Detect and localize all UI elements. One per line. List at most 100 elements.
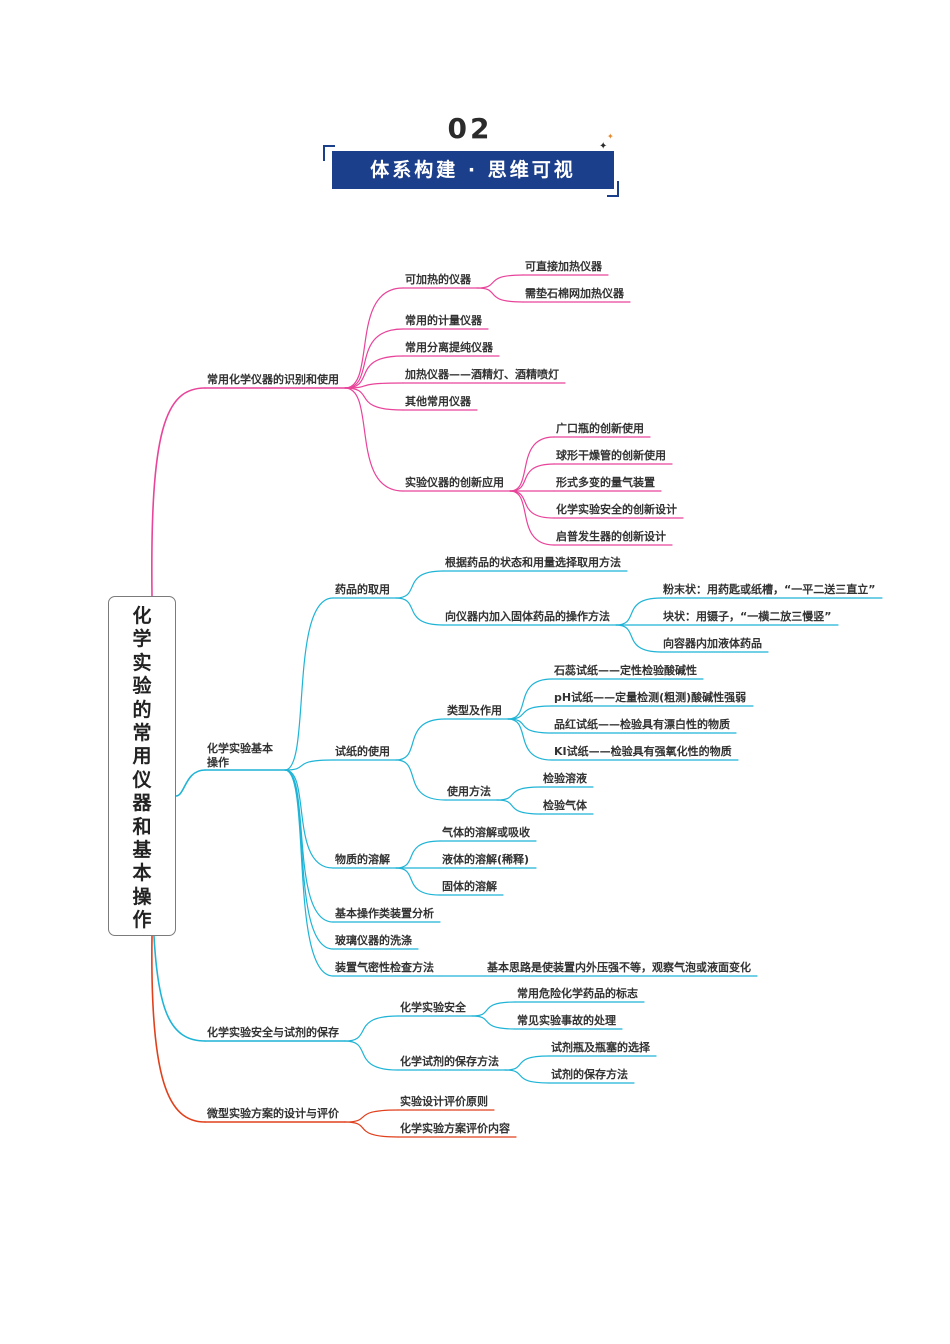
node-connector [504, 1069, 550, 1084]
node-connector [471, 1001, 516, 1017]
node-connector [509, 490, 555, 519]
mindmap-node: 形式多变的量气装置 [556, 476, 655, 489]
mindmap-node: 使用方法 [447, 785, 491, 798]
node-connector [395, 867, 441, 896]
node-connector [284, 769, 334, 923]
node-connector [395, 759, 446, 801]
node-connector [344, 355, 404, 389]
mindmap-node: 化学实验安全与试剂的保存 [207, 1026, 339, 1039]
sparkle-icon: ✦ [607, 132, 614, 141]
mindmap-node: 类型及作用 [447, 704, 502, 717]
mindmap-node: 化学实验安全的创新设计 [556, 503, 677, 516]
node-connector [344, 287, 404, 389]
root-connector [151, 935, 206, 1123]
mindmap-node: 向仪器内加入固体药品的操作方法 [445, 610, 610, 623]
node-connector [507, 705, 553, 720]
root-connector [175, 769, 206, 797]
node-connector [284, 769, 334, 977]
mindmap-node: 检验溶液 [543, 772, 587, 785]
node-connector [344, 1121, 399, 1138]
mindmap-node: 化学实验基本操作 [207, 742, 273, 769]
node-connector [509, 436, 555, 492]
node-connector [476, 274, 524, 289]
mindmap-node: 试剂的保存方法 [551, 1068, 628, 1081]
mindmap-node: 气体的溶解或吸收 [442, 826, 530, 839]
mindmap-node: 可直接加热仪器 [525, 260, 602, 273]
mindmap-node: 品红试纸——检验具有漂白性的物质 [554, 718, 730, 731]
mindmap-node: 化学试剂的保存方法 [400, 1055, 499, 1068]
node-connector [284, 769, 334, 869]
mindmap-node: 装置气密性检查方法 [335, 961, 434, 974]
node-connector [284, 759, 334, 771]
mindmap-node: pH试纸——定量检测(粗测)酸碱性强弱 [554, 691, 747, 704]
root-connector [151, 387, 206, 597]
node-connector [284, 769, 334, 950]
node-connector [615, 597, 662, 626]
mindmap-node: 其他常用仪器 [405, 395, 471, 408]
mindmap-node: 试剂瓶及瓶塞的选择 [551, 1041, 650, 1054]
mindmap-node: 基本思路是使装置内外压强不等，观察气泡或液面变化 [487, 961, 751, 974]
mindmap-node: 根据药品的状态和用量选择取用方法 [445, 556, 621, 569]
root-connector [153, 935, 206, 1042]
mindmap-node: 常见实验事故的处理 [517, 1014, 616, 1027]
banner-title: 体系构建 · 思维可视 [332, 151, 614, 189]
node-connector [507, 678, 553, 720]
node-connector [344, 1015, 399, 1042]
node-connector [395, 718, 446, 761]
mindmap-node: 化学实验安全 [400, 1001, 466, 1014]
mindmap-node: 试纸的使用 [335, 745, 390, 758]
section-number: 02 [447, 112, 493, 145]
mindmap-node: 物质的溶解 [335, 853, 390, 866]
banner-bracket-top-left [323, 145, 335, 161]
mindmap-node: 粉末状：用药匙或纸槽，“一平二送三直立” [663, 583, 876, 596]
mindmap-root: 化学实验的常用仪器和基本操作 [108, 596, 176, 936]
node-connector [504, 1055, 550, 1071]
node-connector [344, 382, 404, 389]
node-connector [476, 287, 524, 303]
mindmap-node: 微型实验方案的设计与评价 [207, 1107, 339, 1120]
mindmap-node: 可加热的仪器 [405, 273, 471, 286]
node-connector [344, 1040, 399, 1071]
node-connector [509, 490, 555, 546]
mindmap-node: KI试纸——检验具有强氧化性的物质 [554, 745, 732, 758]
mindmap-node: 药品的取用 [335, 583, 390, 596]
node-connector [507, 718, 553, 734]
mindmap-node: 实验设计评价原则 [400, 1095, 488, 1108]
mindmap-node: 球形干燥管的创新使用 [556, 449, 666, 462]
mindmap-node: 固体的溶解 [442, 880, 497, 893]
mindmap-node: 向容器内加液体药品 [663, 637, 762, 650]
mindmap-node: 液体的溶解(稀释) [442, 853, 530, 866]
mindmap-node: 常用化学仪器的识别和使用 [207, 373, 339, 386]
banner-bracket-bottom-right [607, 181, 619, 197]
node-connector [471, 1015, 516, 1030]
mindmap-node: 常用的计量仪器 [405, 314, 482, 327]
node-connector [507, 718, 553, 761]
mindmap-node: 常用分离提纯仪器 [405, 341, 493, 354]
mindmap-node: 块状：用镊子，“一横二放三慢竖” [663, 610, 832, 623]
mindmap-node: 实验仪器的创新应用 [405, 476, 504, 489]
node-connector [284, 597, 334, 771]
node-connector [344, 328, 404, 389]
node-connector [344, 1109, 399, 1123]
mindmap-node: 启普发生器的创新设计 [556, 530, 666, 543]
node-connector [496, 786, 542, 801]
node-connector [344, 387, 404, 492]
mindmap-node: 基本操作类装置分析 [335, 907, 434, 920]
node-connector [615, 624, 662, 653]
mindmap-node: 广口瓶的创新使用 [556, 422, 644, 435]
mindmap-node: 玻璃仪器的洗涤 [335, 934, 412, 947]
mindmap-node: 石蕊试纸——定性检验酸碱性 [554, 664, 697, 677]
mindmap-node: 化学实验方案评价内容 [400, 1122, 510, 1135]
node-connector [496, 799, 542, 815]
node-connector [395, 597, 444, 626]
mindmap-node: 检验气体 [543, 799, 587, 812]
node-connector [395, 570, 444, 599]
mindmap-node: 加热仪器——酒精灯、酒精喷灯 [405, 368, 559, 381]
mindmap-node: 需垫石棉网加热仪器 [525, 287, 624, 300]
node-connector [344, 387, 404, 411]
node-connector [509, 463, 555, 492]
sparkle-icon: ✦ [599, 141, 608, 152]
root-title: 化学实验的常用仪器和基本操作 [132, 605, 152, 932]
node-connector [395, 840, 441, 869]
